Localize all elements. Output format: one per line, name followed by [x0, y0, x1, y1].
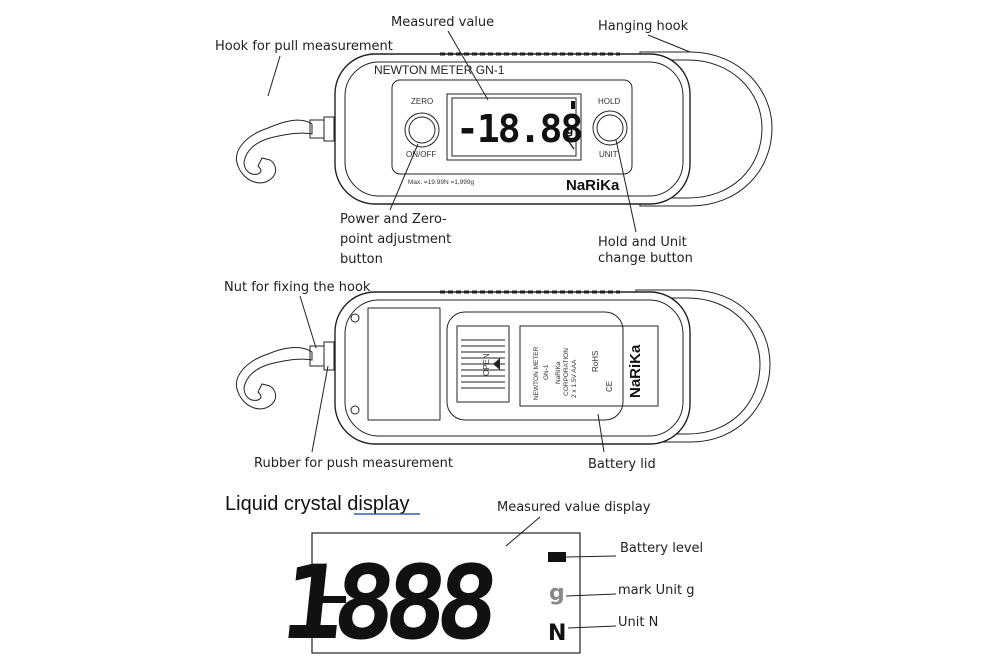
- leader-rubber-push: [311, 365, 329, 453]
- lcd-minus: [322, 596, 346, 603]
- front-view: NEWTON METER GN-1 ZERO ON/OFF -18.88 g H…: [215, 15, 773, 267]
- model-name: NEWTON METER GN-1: [374, 63, 505, 77]
- back-view: OPEN NEWTON METER GN-1 NaRiKa CORPORATIO…: [224, 280, 771, 472]
- label-measured-value-display: Measured value display: [497, 500, 651, 515]
- label-nut-fixing: Nut for fixing the hook: [224, 280, 371, 295]
- front-body-inner: [344, 61, 684, 197]
- back-label-corp: CORPORATION: [563, 348, 570, 396]
- label-hanging-hook: Hanging hook: [598, 19, 689, 34]
- zero-button[interactable]: [404, 112, 440, 148]
- back-label-ce: CE: [605, 381, 614, 392]
- label-battery-lid: Battery lid: [588, 457, 656, 472]
- leader-measured-value: [447, 30, 489, 101]
- lcd-unit-g: g: [549, 581, 565, 606]
- back-rubber: [323, 341, 335, 371]
- front-lcd-frame: [446, 93, 582, 161]
- lcd-unit-n: N: [548, 621, 566, 646]
- leader-power-zero: [389, 143, 419, 211]
- screw-bottom: [350, 405, 360, 415]
- unit-label: UNIT: [599, 150, 618, 159]
- front-lcd: [451, 97, 577, 157]
- leader-unit-n: [567, 625, 617, 629]
- lcd-detail: Liquid crystal display 1888 g N Measured…: [225, 493, 703, 660]
- front-battery-mark: [571, 101, 575, 109]
- lcd-large-digits: 1888: [276, 544, 499, 660]
- front-rubber: [323, 116, 335, 142]
- back-label-narika: NaRiKa: [555, 361, 562, 384]
- hold-label: HOLD: [598, 97, 620, 106]
- section-title: Liquid crystal display: [225, 493, 410, 515]
- front-lcd-value: -18.88: [456, 107, 581, 151]
- leader-unit-g: [565, 593, 617, 597]
- pull-hook: [236, 119, 313, 184]
- label-measured-value: Measured value: [391, 15, 494, 30]
- open-arrow-icon: [493, 358, 500, 370]
- label-rubber-push: Rubber for push measurement: [254, 456, 453, 471]
- max-text: Max. =19.99N =1,999g: [408, 179, 475, 186]
- back-label-gn1: GN-1: [543, 364, 550, 380]
- leader-hold-unit: [615, 139, 637, 233]
- battery-lid: [446, 311, 624, 421]
- label-hold-unit-1: Hold and Unit: [598, 235, 687, 250]
- back-body-inner: [344, 299, 684, 437]
- leader-hanging-hook: [647, 34, 691, 53]
- leader-measured-value-display: [505, 516, 541, 547]
- on-off-label: ON/OFF: [406, 150, 436, 159]
- hold-button[interactable]: [592, 110, 628, 146]
- faceplate: [391, 79, 633, 175]
- hold-button-inner[interactable]: [596, 114, 624, 142]
- zero-button-inner[interactable]: [408, 116, 436, 144]
- open-panel: [456, 325, 510, 403]
- front-brand: NaRiKa: [566, 177, 620, 194]
- screw-top: [350, 313, 360, 323]
- leader-nut-fixing: [299, 295, 317, 349]
- label-power-zero-3: button: [340, 252, 383, 267]
- leader-hook-pull: [267, 55, 281, 97]
- back-label-model: NEWTON METER: [533, 346, 540, 400]
- back-brand: NaRiKa: [627, 344, 644, 398]
- lcd-battery-level: [548, 552, 566, 562]
- label-hold-unit-2: change button: [598, 251, 693, 266]
- lcd-large-frame: [311, 532, 581, 654]
- back-label: [519, 325, 659, 407]
- label-power-zero-1: Power and Zero-: [340, 212, 447, 227]
- leader-battery-lid: [597, 413, 605, 453]
- back-pull-hook: [236, 347, 313, 410]
- label-battery-level: Battery level: [620, 541, 703, 556]
- label-unit-n: Unit N: [618, 615, 658, 630]
- leader-battery-level: [565, 555, 617, 558]
- front-lcd-unit-g: g: [566, 123, 573, 137]
- open-text: OPEN: [482, 353, 491, 376]
- back-rect-panel: [367, 307, 441, 421]
- zero-label: ZERO: [411, 97, 433, 106]
- label-hook-pull: Hook for pull measurement: [215, 39, 393, 54]
- label-unit-g: mark Unit g: [618, 583, 694, 598]
- label-power-zero-2: point adjustment: [340, 232, 451, 247]
- back-label-rohs: RoHS: [591, 351, 600, 372]
- front-lcd-unit-n: [568, 141, 575, 150]
- back-label-battery: 2 x 1.5V AAA: [571, 359, 578, 398]
